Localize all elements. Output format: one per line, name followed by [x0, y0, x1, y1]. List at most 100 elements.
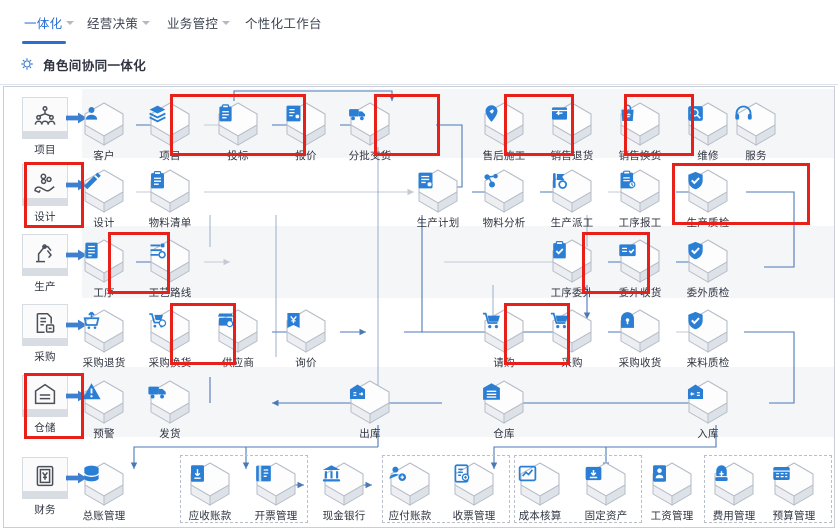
expense-budget-group	[704, 455, 832, 523]
node-label: 发货	[159, 428, 181, 440]
node-预警[interactable]: 预警	[73, 379, 135, 441]
cart-icon	[481, 310, 527, 340]
node-仓库[interactable]: 仓库	[473, 379, 535, 441]
node-label: 入库	[697, 428, 719, 440]
node-开票管理[interactable]: 开票管理	[245, 461, 307, 523]
node-shape	[147, 379, 193, 425]
outbound-icon	[347, 381, 393, 411]
nav-tab-label: 个性化工作台	[245, 16, 322, 31]
category-label: 财务	[34, 504, 56, 516]
node-入库[interactable]: 入库	[677, 379, 739, 441]
chevron-down-icon	[142, 21, 151, 25]
node-工艺路线[interactable]: 工艺路线	[139, 238, 201, 300]
category-财务[interactable]: 财务	[8, 457, 87, 517]
node-生产计划[interactable]: 生产计划	[407, 168, 469, 230]
highlight-category-design	[24, 162, 84, 228]
node-label: 仓库	[493, 428, 515, 440]
node-服务[interactable]: 服务	[725, 101, 787, 163]
node-采购[interactable]: 采购	[541, 308, 603, 370]
receivable-icon	[187, 463, 233, 493]
receipt-icon	[617, 240, 663, 270]
category-生产[interactable]: 生产	[8, 234, 87, 294]
node-工序报工[interactable]: 工序报工	[609, 168, 671, 230]
node-shape	[733, 101, 779, 147]
budget-icon	[771, 463, 817, 493]
node-采购退货[interactable]: 采购退货	[73, 308, 135, 370]
node-shape	[711, 461, 757, 507]
quote-doc-icon	[283, 103, 329, 133]
category-采购[interactable]: 采购	[8, 304, 87, 364]
node-成本核算[interactable]: 成本核算	[509, 461, 571, 523]
node-生产派工[interactable]: 生产派工	[541, 168, 603, 230]
node-工资管理[interactable]: 工资管理	[641, 461, 703, 523]
node-shape	[481, 379, 527, 425]
category-项目[interactable]: 项目	[8, 97, 87, 157]
highlight-batch-delivery	[374, 94, 440, 156]
highlight-project-bid	[170, 94, 306, 156]
node-应收账款[interactable]: 应收账款	[179, 461, 241, 523]
node-label: 维修	[697, 150, 719, 162]
node-项目[interactable]: 项目	[139, 101, 201, 163]
node-shape	[685, 308, 731, 354]
node-现金银行[interactable]: 现金银行	[313, 461, 375, 523]
node-物料清单[interactable]: 物料清单	[139, 168, 201, 230]
node-采购收货[interactable]: 采购收货	[609, 308, 671, 370]
receipt-doc-icon	[451, 463, 497, 493]
bom-clipboard-icon	[147, 170, 193, 200]
node-销售换货[interactable]: 销售换货	[609, 101, 671, 163]
cost-asset-group	[514, 455, 642, 523]
node-客户[interactable]: 客户	[73, 101, 135, 163]
node-应付账款[interactable]: 应付账款	[379, 461, 441, 523]
nav-tab-label: 经营决策	[87, 16, 139, 31]
node-生产质检[interactable]: 生产质检	[677, 168, 739, 230]
highlight-category-warehouse	[24, 373, 84, 439]
node-委外质检[interactable]: 委外质检	[677, 238, 739, 300]
node-label: 采购	[561, 357, 583, 369]
shield-check-icon	[685, 310, 731, 340]
node-费用管理[interactable]: 费用管理	[703, 461, 765, 523]
node-shape	[147, 168, 193, 214]
category-label: 生产	[34, 281, 56, 293]
node-固定资产[interactable]: 固定资产	[575, 461, 637, 523]
section-header: 角色间协同一体化	[0, 44, 838, 85]
route-icon	[147, 240, 193, 270]
category-icon-box	[22, 164, 68, 206]
purchase-doc-icon	[33, 311, 57, 340]
node-设计[interactable]: 设计	[73, 168, 135, 230]
node-投标[interactable]: 投标	[207, 101, 269, 163]
node-label: 设计	[93, 217, 115, 229]
node-分批交货[interactable]: 分批交货	[339, 101, 401, 163]
node-收票管理[interactable]: 收票管理	[443, 461, 505, 523]
node-发货[interactable]: 发货	[139, 379, 201, 441]
node-物料分析[interactable]: 物料分析	[473, 168, 535, 230]
return-cart-icon	[81, 310, 127, 340]
lock-bag-icon	[617, 310, 663, 340]
node-label: 委外质检	[686, 287, 730, 299]
category-label: 仓储	[34, 422, 56, 434]
nav-tab-0[interactable]: 一体化	[22, 1, 76, 44]
expense-icon	[711, 463, 757, 493]
node-shape	[415, 168, 461, 214]
nav-tab-3[interactable]: 个性化工作台	[243, 1, 324, 44]
node-预算管理[interactable]: 预算管理	[763, 461, 825, 523]
category-仓储[interactable]: 仓储	[8, 375, 87, 435]
nav-tab-1[interactable]: 经营决策	[85, 1, 152, 44]
warehouse-icon	[481, 381, 527, 411]
nav-tab-2[interactable]: 业务管控	[165, 1, 232, 44]
node-shape	[347, 379, 393, 425]
category-icon-box	[22, 304, 68, 346]
node-shape	[321, 461, 367, 507]
robot-arm-icon	[33, 241, 57, 270]
node-label: 成本核算	[518, 510, 562, 522]
node-询价[interactable]: 询价	[275, 308, 337, 370]
highlight-requisition	[504, 303, 570, 365]
node-总账管理[interactable]: 总账管理	[73, 461, 135, 523]
node-label: 物料清单	[148, 217, 192, 229]
shipping-truck-icon	[147, 381, 193, 411]
node-报价[interactable]: 报价	[275, 101, 337, 163]
node-来料质检[interactable]: 来料质检	[677, 308, 739, 370]
flow-arrow-icon	[66, 248, 88, 261]
node-工序委外[interactable]: 工序委外	[541, 238, 603, 300]
chevron-down-icon	[222, 21, 231, 25]
node-出库[interactable]: 出库	[339, 379, 401, 441]
